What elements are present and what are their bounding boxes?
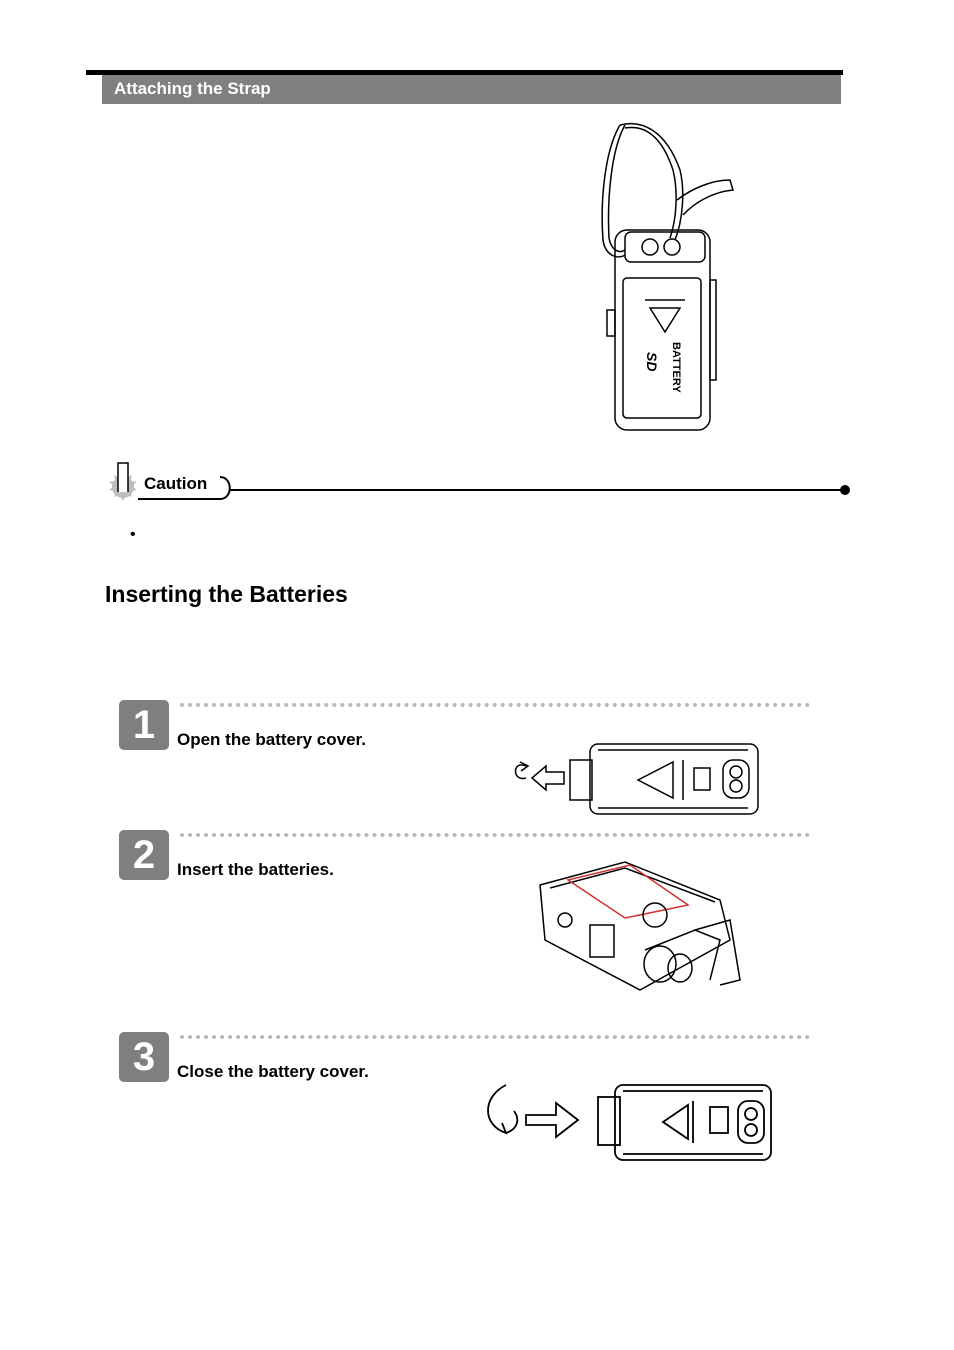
step-3-divider — [180, 1035, 810, 1039]
step-1-text: Open the battery cover. — [177, 730, 366, 749]
open-cover-illustration — [514, 743, 759, 815]
step-2-number: 2 — [119, 830, 169, 880]
batteries-heading: Inserting the Batteries — [105, 581, 348, 607]
caution-rule — [230, 489, 844, 491]
caution-icon — [109, 462, 231, 501]
caution-rule-end — [840, 485, 850, 495]
step-3-text: Close the battery cover. — [177, 1062, 369, 1081]
step-1-number: 1 — [119, 700, 169, 750]
insert-batteries-illustration — [539, 861, 741, 991]
section-title: Attaching the Strap — [114, 79, 271, 98]
caution-label: Caution — [144, 474, 208, 493]
step-2-divider — [180, 833, 810, 837]
close-cover-illustration — [487, 1084, 772, 1161]
battery-label: BATTERY — [670, 342, 682, 393]
section-header-bar — [102, 75, 841, 104]
camera-strap-illustration: BATTERY SD — [601, 122, 734, 431]
step-3-number: 3 — [119, 1032, 169, 1082]
sd-logo: SD — [644, 352, 660, 371]
top-rule — [86, 70, 843, 75]
step-1-divider — [180, 703, 810, 707]
step-2-text: Insert the batteries. — [177, 860, 334, 879]
caution-bullet: • — [130, 526, 136, 543]
